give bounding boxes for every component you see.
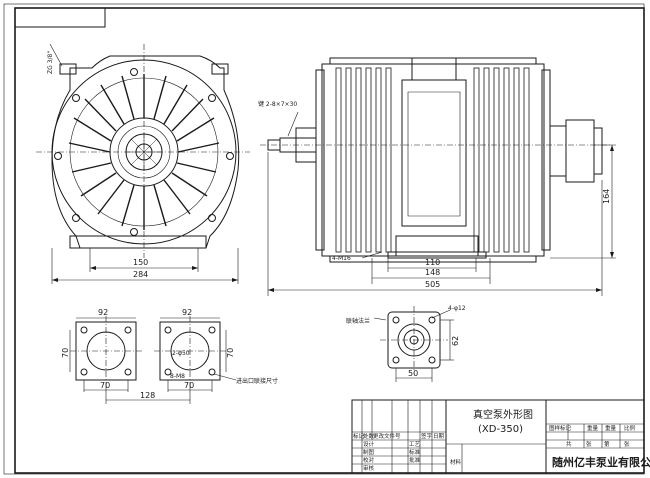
tb-draw: 制图: [363, 448, 375, 456]
tb-process: 工艺: [409, 441, 421, 448]
dim-70d: 70: [184, 381, 194, 390]
side-fins: [335, 67, 530, 253]
tb-left1-1: 处数: [363, 432, 375, 440]
company-name: 随州亿丰泵业有限公司: [552, 455, 650, 469]
tb-left1-3: 签字: [421, 432, 433, 440]
coupling-flange: 4-φ12 联轴法兰 62 50: [346, 305, 466, 382]
tb-row2-2: 第: [604, 440, 610, 448]
dim-128: 128: [140, 391, 155, 400]
dim-150: 150: [133, 258, 148, 267]
dim-110: 110: [425, 258, 440, 267]
tb-design: 设计: [363, 440, 375, 448]
tb-row2-3: 张: [624, 440, 630, 448]
dim-50: 50: [408, 369, 418, 378]
base-note: 联轴法兰: [346, 317, 370, 325]
tb-standard: 标准: [409, 448, 421, 456]
tb-left1-2: 更改文件号: [373, 432, 401, 440]
dim-284: 284: [133, 270, 148, 279]
drawing-title: 真空泵外形图: [473, 408, 533, 421]
inner-border: [14, 7, 645, 474]
tb-material: 材料: [450, 458, 462, 466]
tb-review: 审核: [363, 464, 375, 472]
tb-header-3: 比例: [624, 424, 636, 432]
dim-92b: 92: [182, 308, 192, 317]
dim-92a: 92: [98, 308, 108, 317]
m8-label: 8-M8: [170, 373, 185, 380]
side-view: 键 2-8×7×30 4-M16 110 148 505 164: [258, 57, 616, 296]
tb-row2-1: 张: [586, 440, 592, 448]
dim-70b: 70: [226, 348, 235, 358]
drawing-model: (XD-350): [478, 424, 523, 435]
tb-header-1: 重量: [587, 424, 599, 432]
dim-505: 505: [425, 280, 440, 289]
tb-row2-0: 共: [566, 440, 572, 448]
dim-148: 148: [425, 268, 440, 277]
dim-164: 164: [602, 189, 611, 204]
thread-label: ZG 3/8": [47, 51, 54, 74]
inlet-outlet-flanges: 92 92 70 70 70 70 128 2-φ50 8-M8 进出口联接尺寸: [61, 308, 278, 404]
key-label: 键 2-8×7×30: [258, 100, 297, 108]
tb-header-0: 图样标记: [549, 424, 572, 432]
dim-70a: 70: [61, 348, 70, 358]
tb-left1-4: 日期: [433, 433, 445, 440]
tb-header-2: 重量: [605, 424, 617, 432]
phi50-label: 2-φ50: [172, 350, 190, 357]
title-block: 真空泵外形图 (XD-350) 随州亿丰泵业有限公司 图样标记 重量 重量 比例…: [351, 399, 650, 474]
front-view: ZG 3/8" 150 284: [36, 43, 250, 284]
tb-left1-0: 标记: [353, 432, 365, 440]
flange-note: 进出口联接尺寸: [236, 377, 278, 385]
phi12-label: 4-φ12: [448, 305, 466, 312]
corner-box: [14, 7, 106, 28]
dim-62: 62: [451, 336, 460, 346]
m16-label: 4-M16: [332, 255, 351, 262]
tb-approve: 批准: [409, 456, 421, 464]
dim-70c: 70: [100, 381, 110, 390]
tb-check: 校对: [363, 456, 375, 464]
